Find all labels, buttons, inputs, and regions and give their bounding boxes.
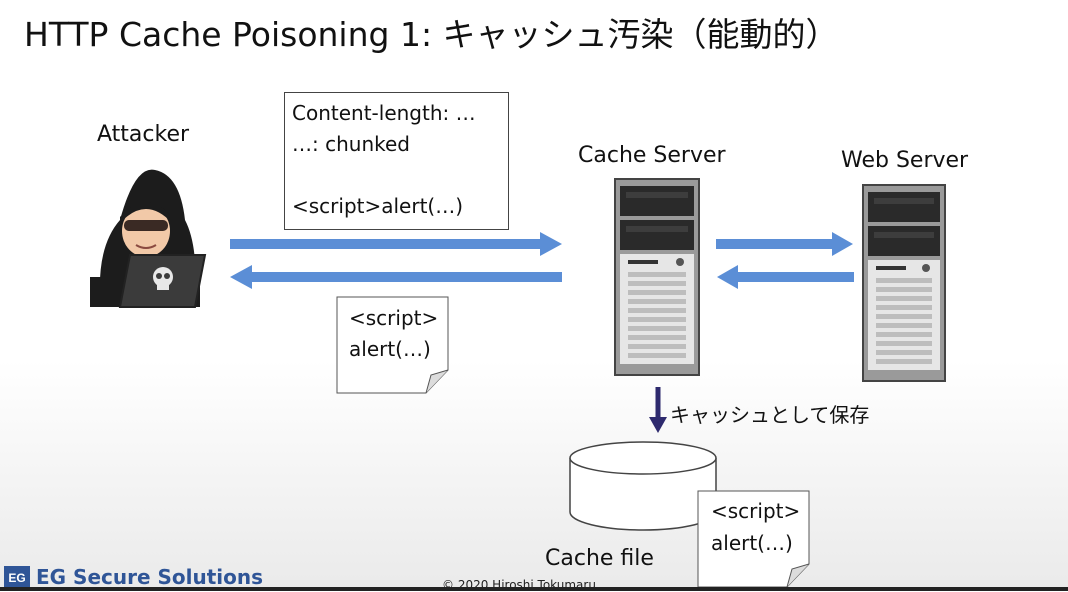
cache-note-line: <script> (711, 499, 801, 523)
cache-server-icon (614, 178, 700, 376)
request-arrow (230, 232, 562, 256)
response-arrow (230, 265, 562, 289)
forward-arrow (716, 232, 853, 256)
attacker-cache-arrows (230, 232, 562, 289)
cache-file-label: Cache file (545, 546, 654, 571)
cache-file-icon (569, 441, 717, 531)
web-server-icon (862, 184, 946, 382)
brand-name: EG Secure Solutions (36, 565, 264, 589)
response-note-shape (336, 296, 449, 394)
response-note-line: alert(…) (349, 337, 431, 361)
attacker-label: Attacker (97, 122, 190, 147)
return-arrow (717, 265, 854, 289)
svg-text:EG: EG (8, 571, 25, 585)
slide-title: HTTP Cache Poisoning 1: キャッシュ汚染（能動的） (24, 15, 839, 54)
cache-server-label: Cache Server (578, 143, 726, 168)
request-line: …: chunked (292, 132, 410, 156)
cache-note-shape (697, 490, 810, 588)
eg-logo-icon: EG (4, 566, 30, 588)
attacker-icon (90, 169, 207, 308)
request-box: Content-length: … …: chunked <script>ale… (284, 92, 509, 230)
bottom-bar (0, 587, 1068, 591)
web-server-label: Web Server (841, 148, 969, 173)
request-line (292, 160, 508, 191)
skull-icon (153, 267, 173, 290)
cache-note-line: alert(…) (711, 531, 793, 555)
request-line: Content-length: … (292, 101, 476, 125)
store-label: キャッシュとして保存 (670, 403, 870, 427)
response-note-line: <script> (349, 306, 439, 330)
cache-web-arrows (716, 232, 854, 289)
request-line: <script>alert(…) (292, 194, 464, 218)
store-arrow (649, 387, 667, 433)
